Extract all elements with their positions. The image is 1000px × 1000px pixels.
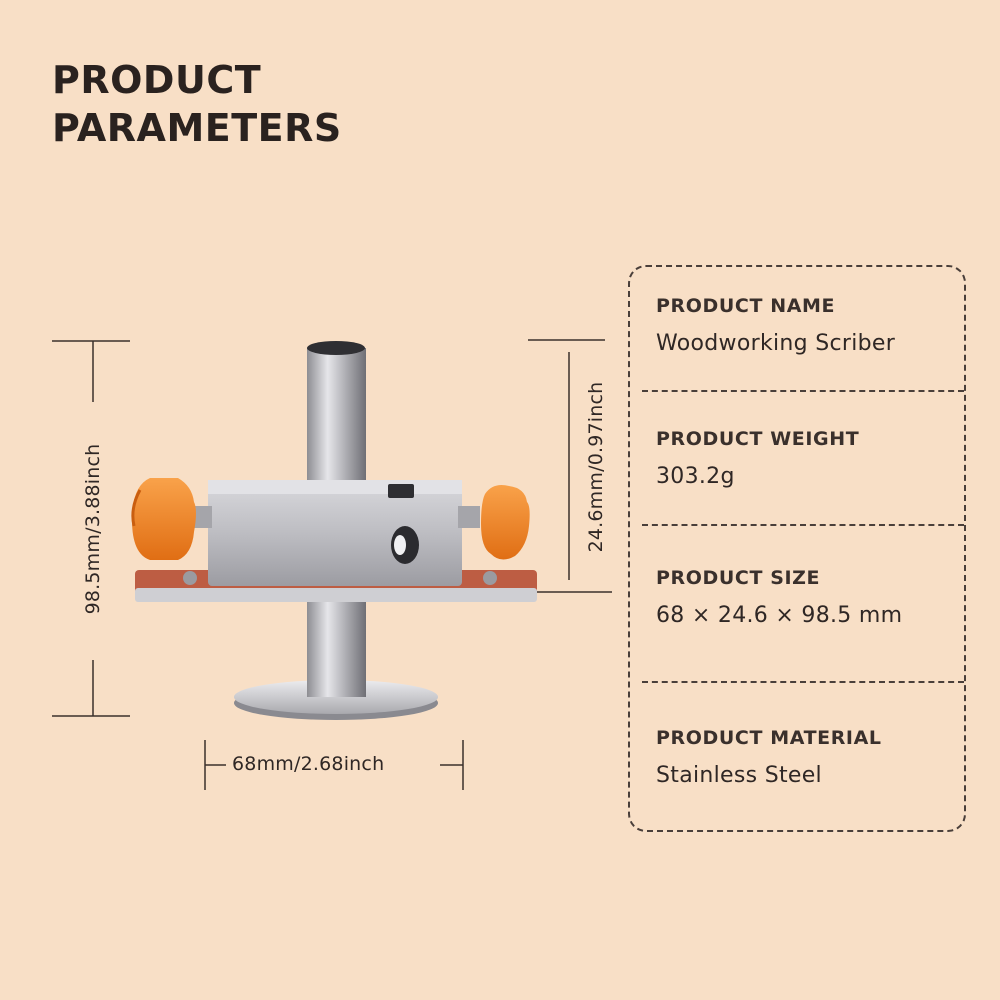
height-dimension-line	[52, 340, 130, 717]
lower-rod	[307, 590, 366, 697]
param-product-name: PRODUCT NAME Woodworking Scriber	[630, 295, 964, 356]
param-label: PRODUCT SIZE	[656, 567, 821, 589]
param-label: PRODUCT WEIGHT	[656, 428, 860, 450]
page-title: PRODUCT PARAMETERS	[52, 56, 342, 152]
width-label: 68mm/2.68inch	[232, 753, 385, 775]
depth-dimension-line	[528, 339, 612, 593]
param-product-weight: PRODUCT WEIGHT 303.2g	[630, 428, 964, 489]
product-parameters-panel: PRODUCT NAME Woodworking Scriber PRODUCT…	[628, 265, 966, 832]
separator	[642, 524, 964, 526]
right-knob	[458, 485, 530, 560]
left-knob	[131, 478, 212, 560]
separator	[642, 681, 964, 683]
param-value: 303.2g	[656, 464, 735, 489]
separator	[642, 390, 964, 392]
param-value: Woodworking Scriber	[656, 331, 896, 356]
param-product-material: PRODUCT MATERIAL Stainless Steel	[630, 727, 964, 788]
param-value: Stainless Steel	[656, 763, 822, 788]
param-product-size: PRODUCT SIZE 68 × 24.6 × 98.5 mm	[630, 567, 964, 628]
depth-label: 24.6mm/0.97inch	[585, 381, 607, 553]
width-dimension-line	[204, 740, 464, 790]
main-body	[208, 480, 462, 586]
title-line-1: PRODUCT	[52, 58, 262, 102]
param-label: PRODUCT MATERIAL	[656, 727, 882, 749]
upper-rod	[307, 341, 366, 498]
title-line-2: PARAMETERS	[52, 106, 342, 150]
param-value: 68 × 24.6 × 98.5 mm	[656, 603, 903, 628]
height-label: 98.5mm/3.88inch	[82, 443, 104, 615]
param-label: PRODUCT NAME	[656, 295, 836, 317]
